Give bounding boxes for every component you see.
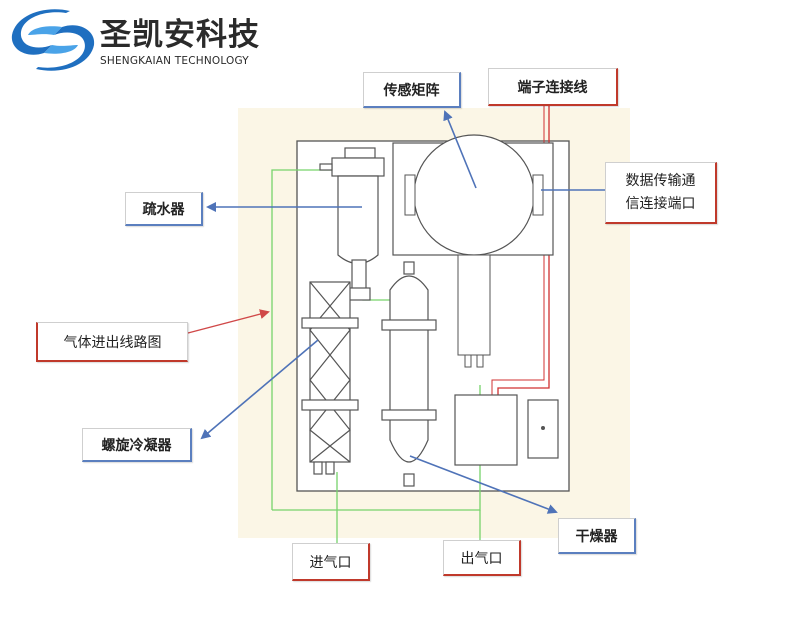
logo-text: 圣凯安科技 SHENGKAIAN TECHNOLOGY bbox=[100, 18, 260, 67]
sensor-tube bbox=[457, 254, 491, 356]
drain-unit bbox=[319, 147, 385, 301]
label-spiral-condenser: 螺旋冷凝器 bbox=[82, 428, 192, 462]
sensor-nozzle-1 bbox=[464, 354, 472, 368]
sensor-chamber bbox=[413, 134, 535, 256]
label-data-port-line1: 数据传输通 bbox=[625, 172, 696, 189]
label-outlet: 出气口 bbox=[443, 540, 521, 576]
dryer-unit bbox=[381, 261, 437, 487]
spiral-condenser-unit bbox=[301, 281, 359, 475]
logo-name-en: SHENGKAIAN TECHNOLOGY bbox=[100, 55, 249, 67]
label-inlet: 进气口 bbox=[292, 543, 370, 581]
label-data-port-line2: 信连接端口 bbox=[625, 195, 696, 212]
label-gas-path: 气体进出线路图 bbox=[36, 322, 188, 362]
blue-pointer-arrows bbox=[200, 110, 605, 514]
label-dryer: 干燥器 bbox=[558, 518, 636, 554]
logo-name-cn: 圣凯安科技 bbox=[100, 17, 260, 53]
logo-swirl-icon bbox=[11, 9, 95, 71]
label-drain: 疏水器 bbox=[125, 192, 203, 226]
label-connection-wire: 端子连接线 bbox=[488, 68, 618, 106]
label-sensor-array: 传感矩阵 bbox=[363, 72, 461, 108]
sensor-nozzle-2 bbox=[476, 354, 484, 368]
control-box-screw bbox=[541, 426, 545, 430]
red-pointer-arrow bbox=[187, 309, 270, 334]
sensor-clamp-left bbox=[404, 174, 416, 216]
label-data-port: 数据传输通 信连接端口 bbox=[605, 162, 717, 224]
terminal-box bbox=[454, 394, 518, 466]
sensor-clamp-right bbox=[532, 174, 544, 216]
